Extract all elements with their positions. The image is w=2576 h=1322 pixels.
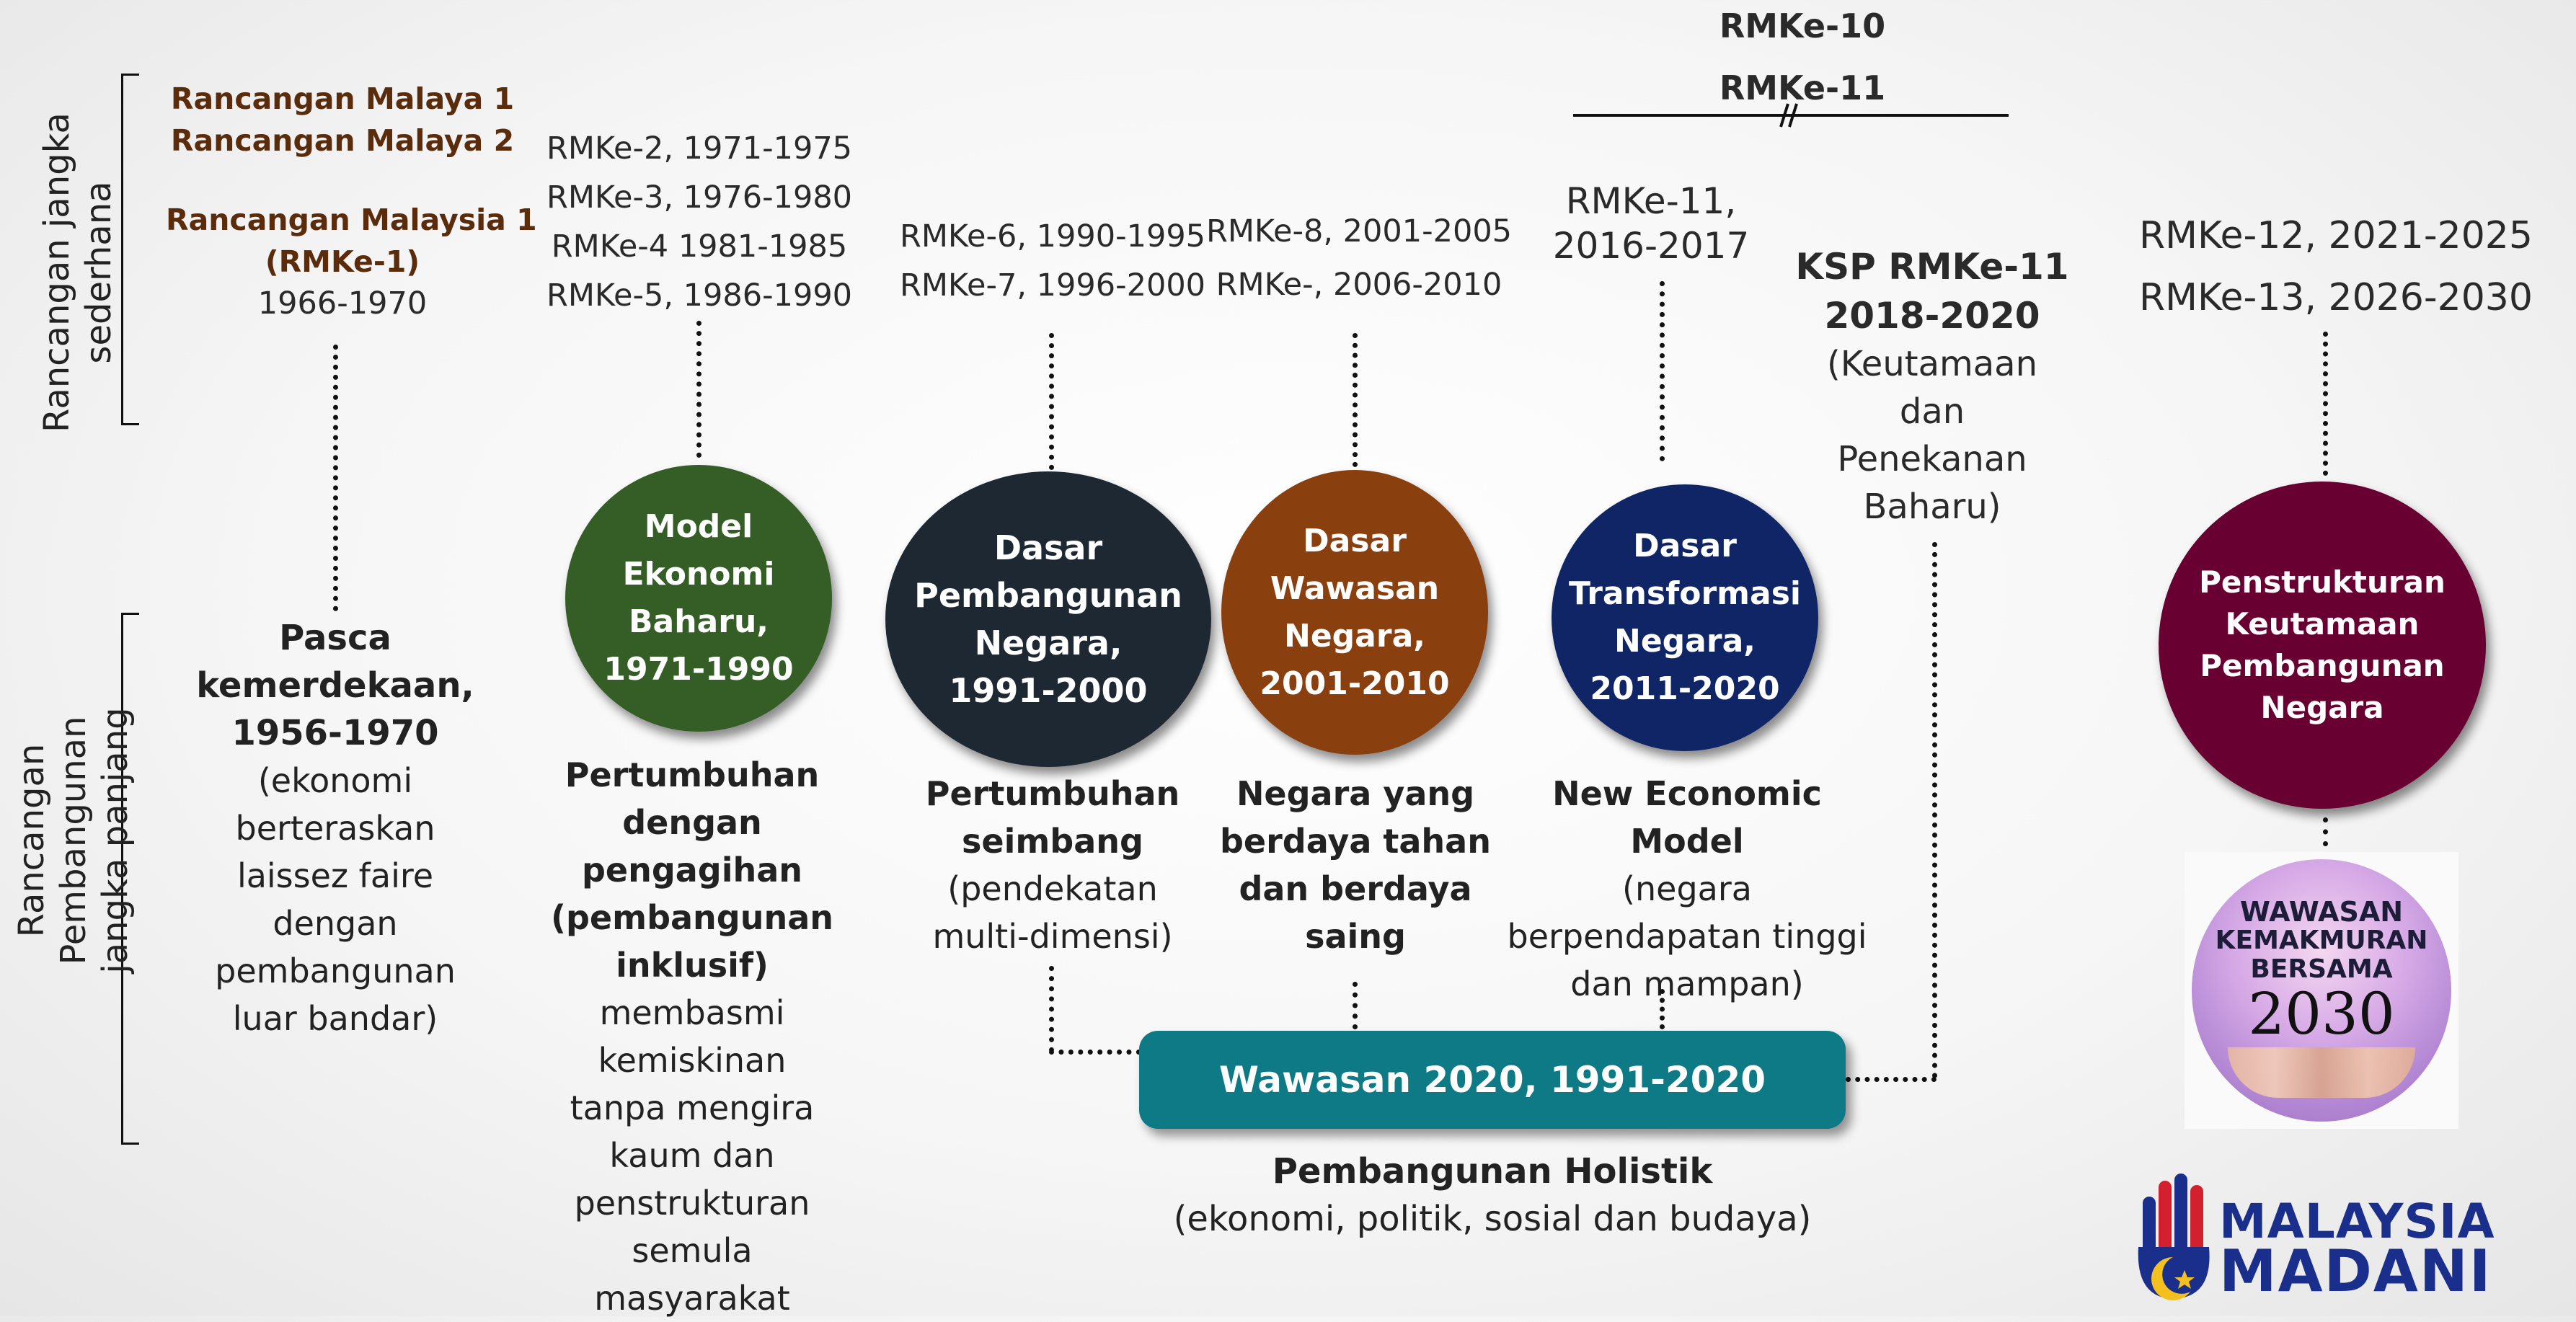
col1-plans: Rancangan Malaya 1 Rancangan Malaya 2 Ra… [166, 81, 537, 321]
col3-to-bar [1049, 966, 1054, 1052]
col4-connector [1353, 333, 1358, 467]
col6-to-bar [1846, 1077, 1937, 1082]
col3-desc: Pertumbuhan seimbang (pendekatan multi-d… [925, 774, 1180, 956]
col7-plans: RMKe-12, 2021-2025 RMKe-13, 2026-2030 [2139, 214, 2533, 319]
children-photo [2228, 1047, 2415, 1098]
col2-plans: RMKe-2, 1971-1975 RMKe-3, 1976-1980 RMKe… [546, 130, 853, 314]
madani-hand-icon [2138, 1174, 2210, 1300]
col4-to-bar [1353, 982, 1358, 1029]
wkb-2030-badge: WAWASAN KEMAKMURAN BERSAMA 2030 [2185, 852, 2458, 1129]
col5-to-bar [1660, 989, 1665, 1029]
col1-connector [333, 345, 338, 611]
col5-connector [1660, 281, 1665, 461]
col4-plans: RMKe-8, 2001-2005 RMKe-, 2006-2010 [1205, 213, 1513, 303]
col2-desc: Pertumbuhan dengan pengagihan (pembangun… [550, 755, 833, 1318]
medium-term-bracket [121, 74, 139, 425]
circle-dasar-wawasan-negara: Dasar Wawasan Negara, 2001-2010 [1221, 470, 1488, 755]
col3-connector [1049, 333, 1054, 470]
circle-model-ekonomi-baharu: Model Ekonomi Baharu, 1971-1990 [565, 465, 832, 732]
col3-bar-link [1049, 1050, 1141, 1055]
vision-title: Pembangunan Holistik (ekonomi, politik, … [1173, 1151, 1812, 1239]
medium-term-label: Rancangan jangka sederhana [37, 112, 119, 432]
circle-dasar-pembangunan-negara: Dasar Pembangunan Negara, 1991-2000 [885, 471, 1211, 767]
col7-connector [2323, 332, 2328, 476]
col4-desc: Negara yang berdaya tahan dan berdaya sa… [1220, 774, 1491, 956]
col1-desc: Pasca kemerdekaan, 1956-1970 (ekonomi be… [196, 618, 474, 1038]
long-term-label: Rancangan Pembangunan jangka panjang [12, 707, 136, 974]
col5-top-labels: RMKe-10 RMKe-11 [1719, 6, 1886, 107]
wawasan-2020-bar: Wawasan 2020, 1991-2020 [1139, 1031, 1846, 1129]
circle-penstrukturan: Penstrukturan Keutamaan Pembangunan Nega… [2159, 482, 2486, 809]
long-term-bracket [121, 613, 139, 1145]
col6-connector [1932, 542, 1937, 1078]
col3-plans: RMKe-6, 1990-1995 RMKe-7, 1996-2000 [899, 218, 1206, 303]
circle-dasar-transformasi-negara: Dasar Transformasi Negara, 2011-2020 [1552, 484, 1818, 751]
col7-to-badge [2323, 817, 2328, 846]
col5-plans: RMKe-11, 2016-2017 [1552, 180, 1750, 267]
rmke-timeline-line [1573, 114, 2009, 117]
timeline-break-mark [1779, 102, 1801, 128]
col6-plans: KSP RMKe-11 2018-2020 (Keutamaan dan Pen… [1795, 246, 2069, 527]
malaysia-madani-logo: MALAYSIA MADANI [2128, 1168, 2495, 1305]
col2-connector [696, 321, 701, 458]
col5-desc: New Economic Model (negara berpendapatan… [1507, 774, 1867, 1003]
